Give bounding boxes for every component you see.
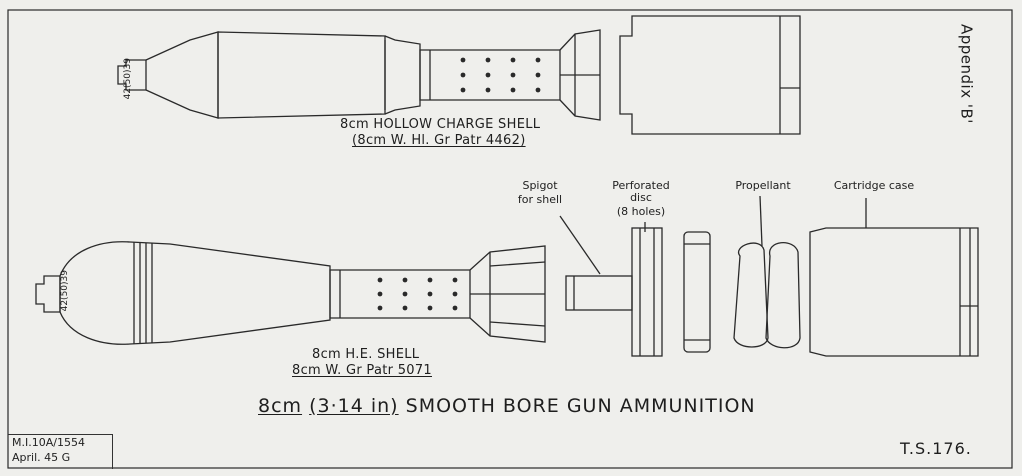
- drawing-title: 8cm (3·14 in) SMOOTH BORE GUN AMMUNITION: [258, 396, 756, 417]
- title-inches: (3·14 in): [309, 395, 399, 417]
- cartridge-label: Cartridge case: [833, 179, 915, 192]
- disc-label-1: Perforated: [612, 179, 670, 192]
- hollow-shell-cartridge: [619, 15, 801, 135]
- reference-box: M.I.10A/1554 April. 45 G: [8, 434, 113, 469]
- cartridge-case-part: [809, 227, 979, 357]
- spigot-label-2: for shell: [517, 193, 563, 206]
- spigot-part: [565, 275, 633, 311]
- propellant-bag-1: [733, 242, 769, 348]
- hollow-shell-ogive: [145, 31, 219, 119]
- propellant-leader: [759, 195, 763, 247]
- hollow-shell-body: [217, 31, 386, 119]
- he-shell-fuze: [35, 275, 61, 313]
- disc-label-3: (8 holes): [616, 205, 666, 218]
- he-shell-tail-tube: [329, 269, 471, 319]
- appendix-label: Appendix 'B': [957, 24, 976, 124]
- he-shell-caption-1: 8cm H.E. SHELL: [312, 347, 420, 362]
- he-shell-caption-2: 8cm W. Gr Patr 5071: [292, 363, 432, 378]
- title-calibre: 8cm: [258, 395, 303, 417]
- he-shell-marking: 42(50)39: [60, 270, 70, 312]
- propellant-label: Propellant: [735, 179, 791, 192]
- reference-number: M.I.10A/1554: [12, 436, 85, 449]
- he-shell-holes: [377, 277, 458, 311]
- he-shell: [35, 241, 546, 345]
- title-text: SMOOTH BORE GUN AMMUNITION: [405, 395, 756, 417]
- spigot-label-1: Spigot: [522, 179, 558, 192]
- disc-label-2: disc: [630, 191, 652, 204]
- hollow-shell-caption-1: 8cm HOLLOW CHARGE SHELL: [340, 117, 541, 132]
- hollow-shell-caption-2: (8cm W. Hl. Gr Patr 4462): [352, 133, 526, 148]
- reference-date: April. 45 G: [12, 451, 71, 464]
- wad-part: [683, 231, 711, 353]
- hollow-charge-shell: [117, 15, 801, 135]
- hollow-shell-marking: 42(50)39: [123, 58, 133, 100]
- sheet-border: [7, 9, 1013, 469]
- sheet-number: T.S.176.: [900, 439, 972, 458]
- perforated-disc-part: [631, 227, 663, 357]
- spigot-leader: [559, 215, 601, 275]
- hollow-shell-holes: [460, 57, 541, 93]
- propellant-bag-2: [765, 242, 801, 349]
- he-shell-body: [59, 241, 331, 345]
